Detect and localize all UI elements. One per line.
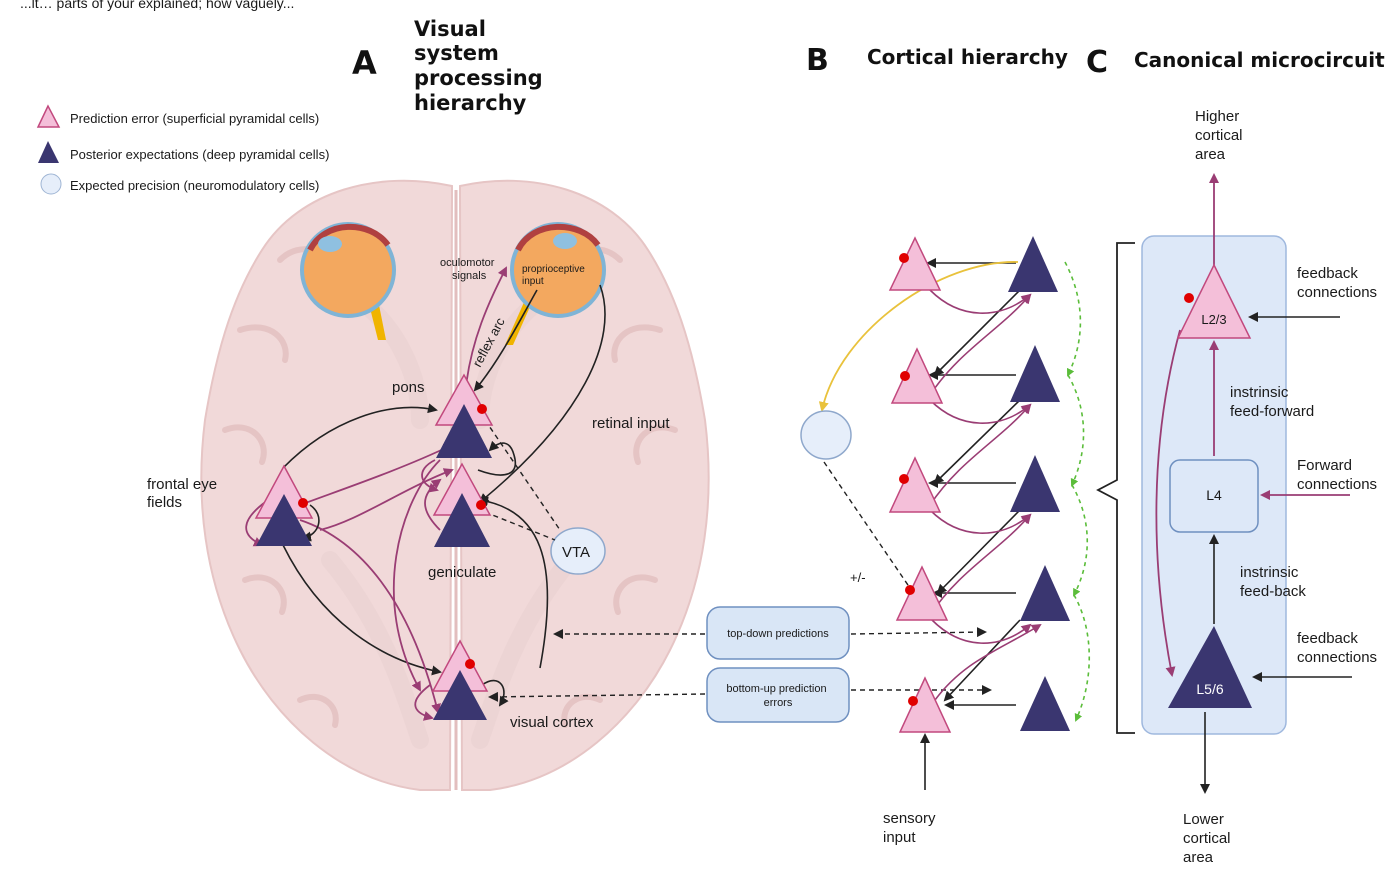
fef-navy-triangle	[256, 494, 312, 546]
level5-navy-triangle	[1020, 676, 1070, 731]
panel-a-cells	[254, 373, 494, 720]
label-sensory-input: sensory input	[883, 810, 940, 846]
prediction-boxes: top-down predictions bottom-up predictio…	[488, 606, 992, 723]
bottom-up-label: bottom-up prediction errors	[726, 683, 829, 709]
legend-precision-circle-icon	[40, 173, 62, 195]
level1-navy-triangle	[1008, 236, 1058, 292]
left-eye-illustration	[300, 222, 396, 340]
svg-text:hierarchy: hierarchy	[414, 91, 527, 115]
label-l4: L4	[1206, 487, 1222, 503]
label-l23: L2/3	[1201, 312, 1226, 327]
svg-text:Visual: Visual	[414, 17, 486, 41]
panel-c-connections	[1155, 173, 1352, 794]
l23-pink-triangle	[1176, 263, 1252, 339]
legend-navy-triangle-icon	[38, 141, 59, 163]
label-frontal-eye-fields: frontal eye fields	[147, 476, 221, 511]
l56-navy-triangle	[1168, 626, 1252, 708]
panel-b-letter: B	[806, 43, 829, 78]
red-dot	[900, 371, 910, 381]
legend-item-prediction-error: Prediction error (superficial pyramidal …	[70, 111, 319, 126]
visual-cortex-navy-triangle	[433, 670, 487, 720]
level5-pink-triangle	[898, 676, 952, 733]
panel-a-title: Visual system processing hierarchy	[414, 17, 543, 115]
level2-navy-triangle	[1010, 345, 1060, 402]
bottom-up-box	[706, 667, 850, 723]
geniculate-navy-triangle	[434, 493, 490, 547]
top-down-box	[706, 606, 850, 660]
red-dot	[476, 500, 486, 510]
legend-item-expected-precision: Expected precision (neuromodulatory cell…	[70, 178, 319, 193]
label-plus-minus: +/-	[850, 570, 866, 585]
precision-node	[800, 410, 852, 460]
panel-c-letter: C	[1086, 45, 1108, 80]
label-higher-cortical-area: Higher cortical area	[1195, 108, 1247, 163]
vta-node	[550, 527, 606, 575]
label-lower-cortical-area: Lower cortical area	[1183, 811, 1235, 866]
svg-text:processing: processing	[414, 66, 543, 90]
red-dot	[905, 585, 915, 595]
panel-b-cells	[888, 236, 1070, 733]
label-vta: VTA	[562, 544, 590, 561]
label-pons: pons	[392, 379, 425, 396]
level1-pink-triangle	[888, 236, 942, 291]
label-feedback-connections-bottom: feedback connections	[1297, 630, 1377, 666]
red-dot	[908, 696, 918, 706]
label-proprioceptive-input: proprioceptive input	[522, 264, 588, 287]
svg-text:system: system	[414, 41, 499, 65]
level3-pink-triangle	[888, 456, 942, 513]
panel-a-connections	[245, 266, 606, 721]
top-caption: ...lt… parts of your explained; how vagu…	[20, 0, 294, 11]
panel-a-letter: A	[352, 44, 377, 82]
red-dot	[298, 498, 308, 508]
label-geniculate: geniculate	[428, 564, 496, 581]
red-dot	[477, 404, 487, 414]
label-intrinsic-feed-back: instrinsic feed-back	[1240, 564, 1306, 600]
label-intrinsic-feed-forward: instrinsic feed-forward	[1230, 384, 1314, 420]
red-dot	[899, 253, 909, 263]
l4-box	[1169, 459, 1259, 533]
panel-b-connections	[818, 258, 1091, 790]
legend-item-posterior-expectations: Posterior expectations (deep pyramidal c…	[70, 147, 329, 162]
red-dot	[465, 659, 475, 669]
brain-illustration	[200, 179, 710, 791]
red-dot	[1184, 293, 1194, 303]
brace	[1096, 242, 1135, 734]
pons-navy-triangle	[436, 404, 492, 458]
label-forward-connections: Forward connections	[1297, 457, 1377, 493]
level4-navy-triangle	[1020, 565, 1070, 621]
panel-b-title: Cortical hierarchy	[867, 45, 1068, 69]
label-visual-cortex: visual cortex	[510, 714, 594, 731]
panel-c-cells: L2/3 L4 L5/6	[1168, 263, 1259, 708]
red-dot	[899, 474, 909, 484]
label-retinal-input: retinal input	[592, 415, 670, 432]
legend-pink-triangle-icon	[36, 104, 61, 128]
level3-navy-triangle	[1010, 455, 1060, 512]
label-feedback-connections-top: feedback connections	[1297, 265, 1377, 301]
panel-c-title: Canonical microcircuit	[1134, 48, 1385, 72]
legend: Prediction error (superficial pyramidal …	[36, 104, 329, 195]
label-oculomotor-signals: oculomotor signals	[440, 257, 497, 282]
level2-pink-triangle	[890, 347, 944, 404]
label-l56: L5/6	[1196, 681, 1223, 697]
top-down-label: top-down predictions	[727, 628, 829, 640]
